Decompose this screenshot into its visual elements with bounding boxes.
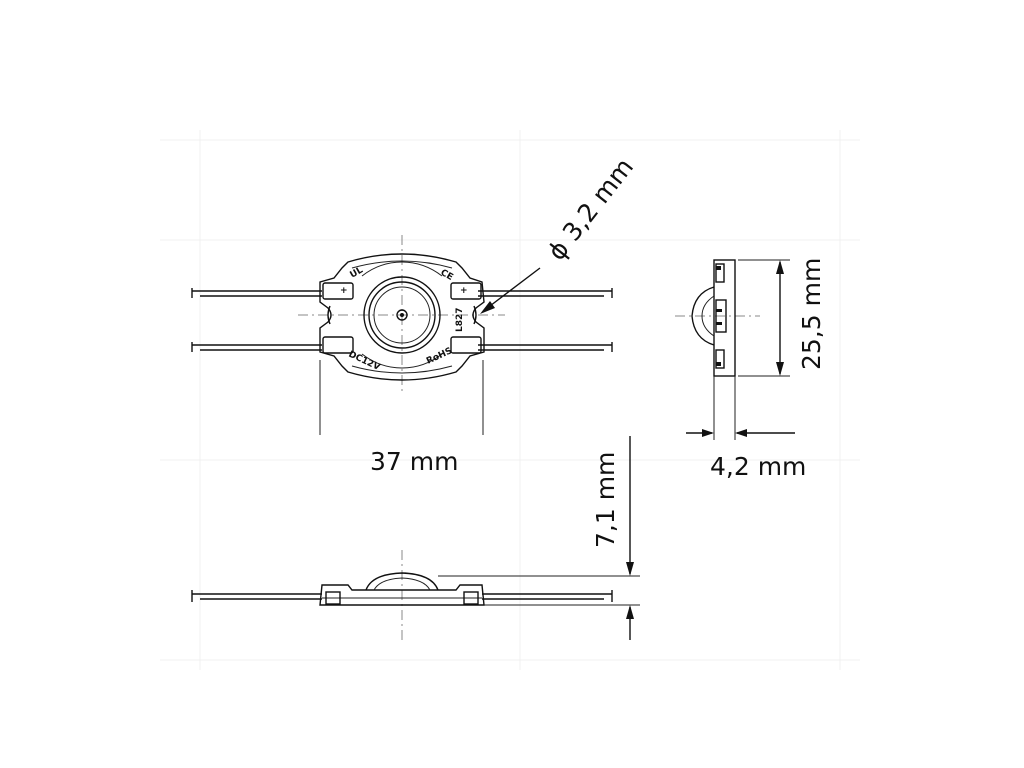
marking-lot: L827 xyxy=(455,307,465,332)
front-housing-outline xyxy=(319,253,485,381)
height-dimension-label: 25,5 mm xyxy=(797,258,826,370)
width-dimension-label: 37 mm xyxy=(370,447,458,476)
profile-dimension-label: 7,1 mm xyxy=(591,452,620,548)
side-lens-dome xyxy=(691,286,715,346)
lens-leader-arrowhead xyxy=(480,301,495,314)
lens-ring xyxy=(368,281,436,349)
marking-ul: UL xyxy=(349,265,366,280)
profile-lens-dome xyxy=(365,572,439,591)
front-wires xyxy=(191,288,613,352)
clamp-bottom-left xyxy=(322,336,354,354)
marking-ce: CE xyxy=(439,268,455,283)
clamp-top-left xyxy=(322,282,354,300)
marking-plus-top-left: + xyxy=(340,286,348,296)
mounting-notch-left xyxy=(327,305,331,325)
clamp-bottom-right xyxy=(450,336,482,354)
led-chip-center xyxy=(400,313,404,317)
lens-inner xyxy=(373,286,431,344)
profile-view: 7,1 mm xyxy=(191,436,640,640)
profile-body xyxy=(319,584,485,606)
lens-leader-line xyxy=(485,267,541,310)
clamp-top-right xyxy=(450,282,482,300)
lens-diameter-label: ϕ 3,2 mm xyxy=(542,153,639,266)
lens-outer xyxy=(363,276,441,354)
side-body xyxy=(713,259,736,377)
depth-dimension-label: 4,2 mm xyxy=(710,452,806,481)
background-grid xyxy=(160,130,860,670)
mounting-notch-right xyxy=(473,305,477,325)
side-view: 25,5 mm 4,2 mm xyxy=(675,258,826,481)
marking-plus-top-right: + xyxy=(460,286,468,296)
marking-rohs: RoHS xyxy=(425,346,454,367)
led-chip xyxy=(396,309,408,321)
front-view: + + UL CE DC12V RoHS L827 37 mm ϕ 3,2 mm xyxy=(191,153,639,476)
